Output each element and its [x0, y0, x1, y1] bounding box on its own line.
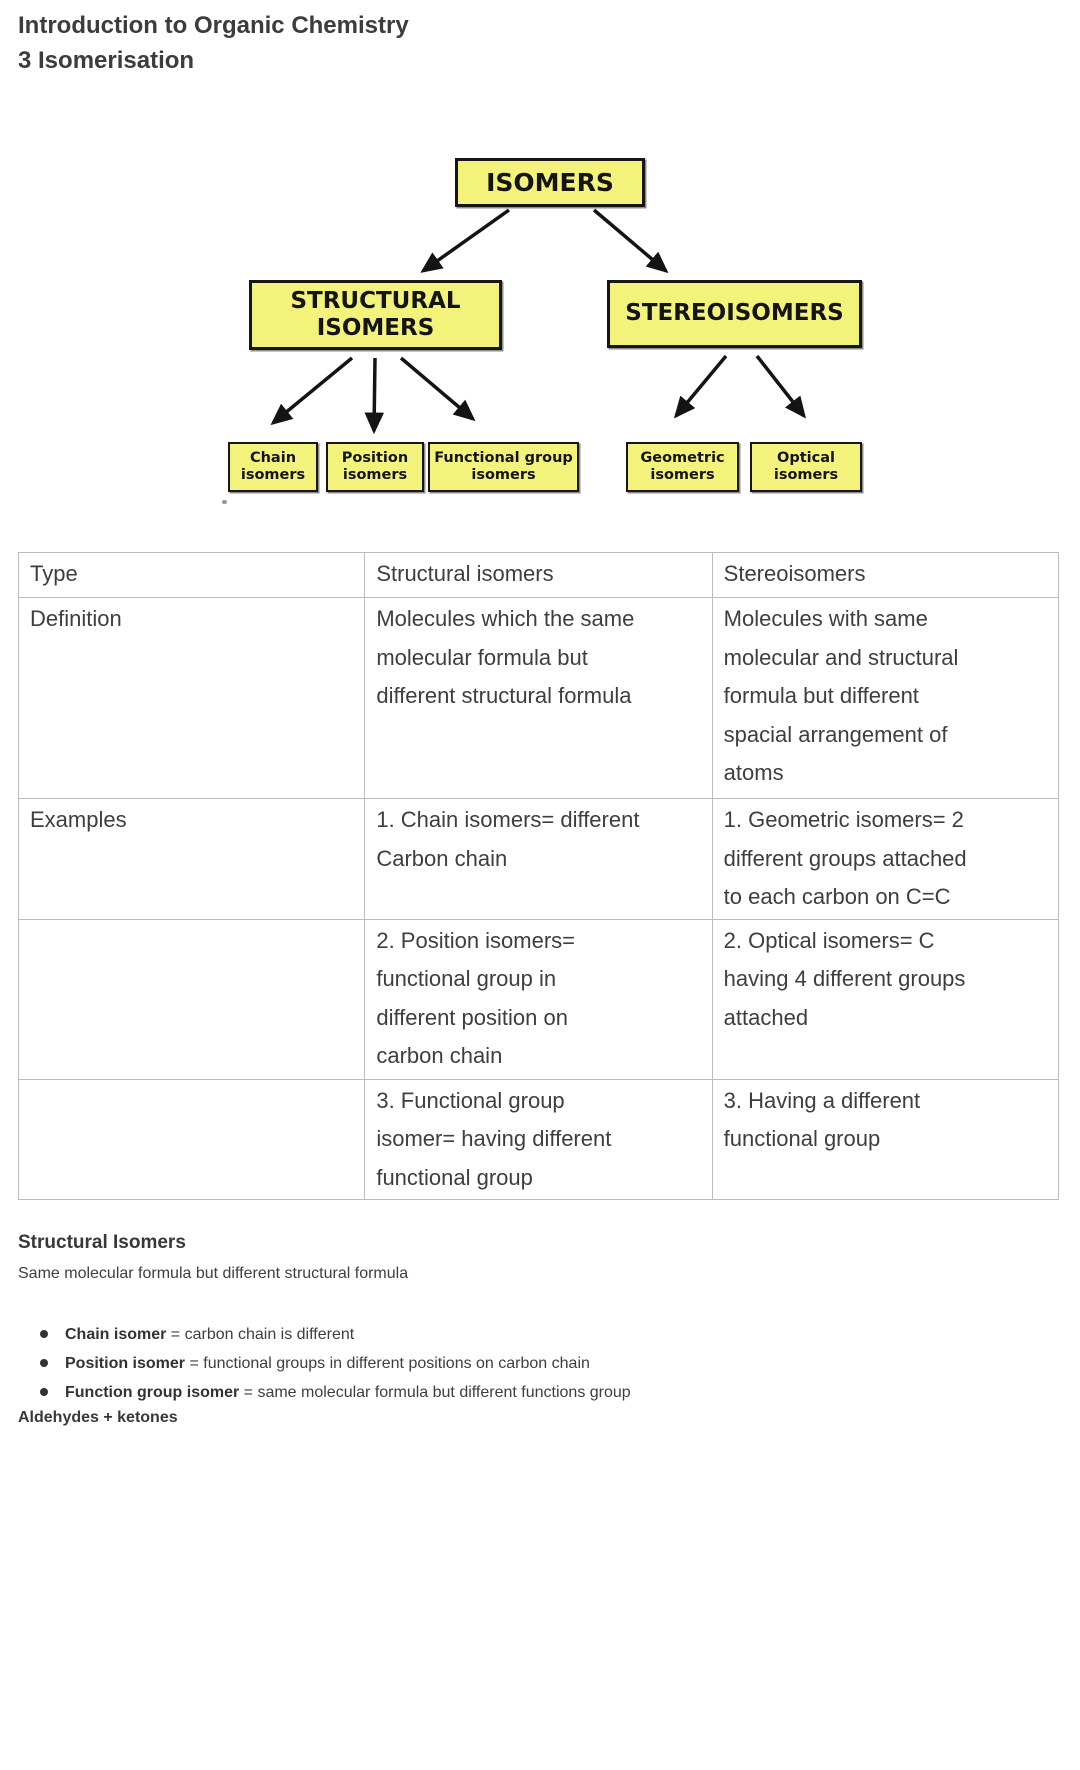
- flowchart-box-chain-isomers: Chain isomers: [228, 442, 318, 492]
- page-title: Introduction to Organic Chemistry: [18, 12, 409, 39]
- table-cell-stereo: Molecules with same molecular and struct…: [711, 597, 1060, 799]
- section-subheading: Same molecular formula but different str…: [18, 1265, 409, 1282]
- table-cell-structural: 1. Chain isomers= different Carbon chain: [364, 798, 713, 920]
- bullet-definition: = same molecular formula but different f…: [239, 1384, 631, 1401]
- table-cell-label: [17, 918, 366, 1080]
- bullet-term: Position isomer: [65, 1355, 186, 1372]
- page-subtitle: 3 Isomerisation: [18, 47, 195, 74]
- table-row-examples-3: 3. Functional group isomer= having diffe…: [17, 1078, 1060, 1200]
- isomer-comparison-table: Type Structural isomers Stereoisomers De…: [17, 552, 1060, 1200]
- flowchart-box-geometric-isomers: Geometric isomers: [626, 442, 739, 492]
- section-footer: Aldehydes + ketones: [18, 1409, 178, 1426]
- table-row-definition: Definition Molecules which the same mole…: [17, 597, 1060, 799]
- section-heading: Structural Isomers: [18, 1232, 186, 1253]
- isomer-flowchart-image: ISOMERS STRUCTURAL ISOMERS STEREOISOMERS…: [205, 140, 865, 510]
- table-cell-stereo: 3. Having a different functional group: [711, 1078, 1060, 1200]
- list-item: Function group isomer = same molecular f…: [40, 1382, 631, 1411]
- flowchart-box-functional-group-isomers: Functional group isomers: [428, 442, 579, 492]
- table-header-row: Type Structural isomers Stereoisomers: [17, 552, 1060, 598]
- table-cell-structural: 2. Position isomers= functional group in…: [364, 918, 713, 1080]
- list-item: Position isomer = functional groups in d…: [40, 1353, 631, 1382]
- table-cell-structural: 3. Functional group isomer= having diffe…: [364, 1078, 713, 1200]
- flowchart-box-isomers: ISOMERS: [455, 158, 645, 207]
- bullet-text: Function group isomer = same molecular f…: [65, 1382, 631, 1403]
- table-cell-stereo: 2. Optical isomers= C having 4 different…: [711, 918, 1060, 1080]
- flowchart-box-position-isomers: Position isomers: [326, 442, 424, 492]
- table-row-examples-1: Examples 1. Chain isomers= different Car…: [17, 798, 1060, 920]
- table-cell-label: Definition: [17, 597, 366, 799]
- bullet-definition: = functional groups in different positio…: [185, 1355, 590, 1372]
- bullet-icon: [40, 1388, 48, 1396]
- bullet-text: Chain isomer = carbon chain is different: [65, 1324, 354, 1345]
- table-cell-stereo: 1. Geometric isomers= 2 different groups…: [711, 798, 1060, 920]
- table-header-stereo: Stereoisomers: [711, 552, 1060, 598]
- bullet-list: Chain isomer = carbon chain is different…: [40, 1324, 631, 1411]
- table-cell-label: Examples: [17, 798, 366, 920]
- table-header-type: Type: [17, 552, 366, 598]
- stray-mark: [222, 500, 227, 504]
- bullet-term: Function group isomer: [65, 1384, 240, 1401]
- bullet-term: Chain isomer: [65, 1326, 167, 1343]
- table-cell-structural: Molecules which the same molecular formu…: [364, 597, 713, 799]
- flowchart-box-stereoisomers: STEREOISOMERS: [607, 280, 862, 348]
- bullet-definition: = carbon chain is different: [166, 1326, 355, 1343]
- list-item: Chain isomer = carbon chain is different: [40, 1324, 631, 1353]
- flowchart-box-structural-isomers: STRUCTURAL ISOMERS: [249, 280, 502, 350]
- bullet-icon: [40, 1359, 48, 1367]
- table-header-structural: Structural isomers: [364, 552, 713, 598]
- table-row-examples-2: 2. Position isomers= functional group in…: [17, 918, 1060, 1080]
- flowchart-box-optical-isomers: Optical isomers: [750, 442, 862, 492]
- table-cell-label: [17, 1078, 366, 1200]
- bullet-icon: [40, 1330, 48, 1338]
- bullet-text: Position isomer = functional groups in d…: [65, 1353, 590, 1374]
